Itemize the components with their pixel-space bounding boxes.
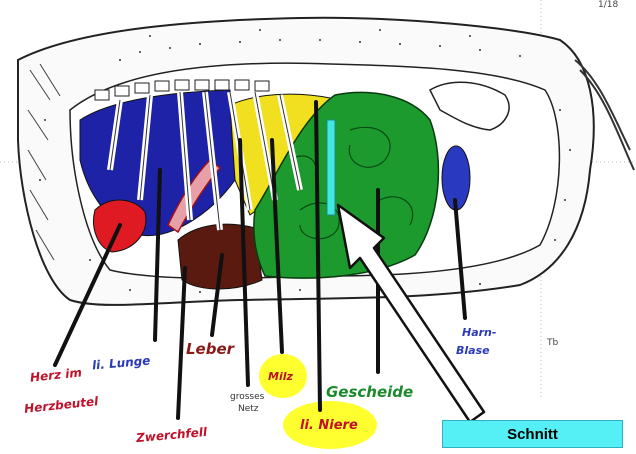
label-leber: Leber [186,340,234,358]
label-netz-line2: Netz [238,404,259,414]
label-netz-line1: grosses [230,392,264,402]
label-milz: Milz [268,370,293,383]
page-number: 1/18 [598,0,618,10]
label-harnblase-line1: Harn- [462,326,496,339]
author-signature: Tb [547,338,558,348]
schnitt-line [327,120,335,215]
schnitt-callout: Schnitt [442,420,623,448]
schnitt-callout-text: Schnitt [507,426,558,443]
label-niere: li. Niere [300,418,358,433]
label-harnblase-line2: Blase [456,344,490,357]
label-gescheide: Gescheide [326,383,413,401]
